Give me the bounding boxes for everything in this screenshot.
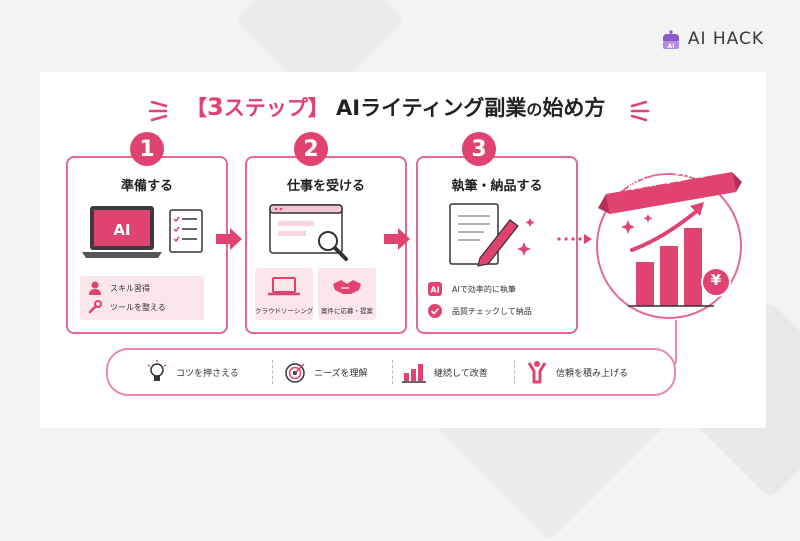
logo-badge-text: AI bbox=[667, 43, 674, 50]
handshake-icon bbox=[333, 280, 361, 294]
dotted-arrow-icon bbox=[557, 234, 592, 244]
lightbulb-icon bbox=[147, 360, 167, 381]
tip-label: 信頼を積み上げる bbox=[556, 368, 629, 379]
yen-coin-icon: ¥ bbox=[710, 271, 722, 289]
tip-divider bbox=[392, 360, 393, 384]
brand-name: AI HACK bbox=[687, 29, 764, 49]
check-circle-icon bbox=[428, 304, 442, 318]
crowdsourcing-label: クラウドソーシング bbox=[255, 307, 314, 315]
tip-item: ニーズを理解 bbox=[284, 350, 368, 394]
step-3-title: 執筆・納品する bbox=[451, 179, 543, 194]
title-rest-b: 始め方 bbox=[542, 96, 606, 120]
person-raising-arms-icon bbox=[527, 361, 547, 384]
wrench-icon bbox=[88, 300, 102, 314]
step-1-item-2: ツールを整える bbox=[110, 303, 166, 312]
title-bracket-close: 】 bbox=[307, 96, 329, 120]
tip-item: コツを押さえる bbox=[146, 350, 239, 394]
laptop-ai-icon: AI bbox=[82, 206, 203, 258]
page-title: 【3ステップ】 AIライティング副業の始め方 bbox=[186, 92, 605, 122]
ai-badge-text: AI bbox=[430, 286, 439, 295]
step-2-number: 2 bbox=[294, 132, 328, 166]
robot-logo-icon: AI bbox=[662, 30, 679, 50]
brand-logo: AI AI HACK bbox=[660, 28, 764, 50]
document-pencil-icon bbox=[449, 203, 535, 267]
title-rest-a: ライティング副業 bbox=[360, 96, 527, 120]
tip-divider bbox=[514, 360, 515, 384]
title-bracket-open: 【 bbox=[186, 96, 207, 120]
title-step-word: ステップ bbox=[223, 96, 308, 120]
tip-divider bbox=[272, 360, 273, 384]
step-1-item-1: スキル習得 bbox=[110, 284, 150, 293]
bar-chart-icon bbox=[402, 364, 426, 383]
search-browser-icon bbox=[269, 204, 348, 261]
laptop-icon bbox=[268, 277, 300, 296]
arrow-right-icon bbox=[384, 228, 410, 250]
step-1-title: 準備する bbox=[120, 179, 173, 194]
title-accent-left-icon bbox=[148, 100, 168, 122]
title-ai: AI bbox=[336, 96, 361, 120]
tip-item: 信頼を積み上げる bbox=[526, 350, 628, 394]
tip-label: ニーズを理解 bbox=[314, 368, 368, 379]
tips-bar: コツを押さえる ニーズを理解 継続して改善 信頼を積み上げる bbox=[106, 348, 676, 396]
title-number: 3 bbox=[207, 93, 224, 121]
title-accent-right-icon bbox=[630, 100, 650, 122]
title-row: 【3ステップ】 AIライティング副業の始め方 bbox=[0, 92, 800, 122]
step-3-item-1: AIで効率的に執筆 bbox=[452, 285, 516, 294]
arrow-right-icon bbox=[216, 228, 242, 250]
tip-item: 継続して改善 bbox=[402, 350, 488, 394]
tip-label: 継続して改善 bbox=[434, 368, 488, 379]
step-1-item-list bbox=[80, 276, 204, 320]
income-growth-graphic bbox=[596, 172, 742, 319]
ai-badge-icon: AI bbox=[428, 282, 442, 296]
user-icon bbox=[89, 281, 101, 295]
laptop-ai-text: AI bbox=[113, 221, 130, 239]
tip-label: コツを押さえる bbox=[176, 368, 239, 379]
step-2-title: 仕事を受ける bbox=[286, 179, 365, 194]
title-no: の bbox=[526, 100, 543, 119]
step-1-number: 1 bbox=[130, 132, 164, 166]
step-3-number: 3 bbox=[462, 132, 496, 166]
step-3-item-2: 品質チェックして納品 bbox=[452, 307, 532, 316]
apply-proposal-label: 案件に応募・提案 bbox=[321, 307, 373, 315]
target-icon bbox=[285, 363, 305, 383]
